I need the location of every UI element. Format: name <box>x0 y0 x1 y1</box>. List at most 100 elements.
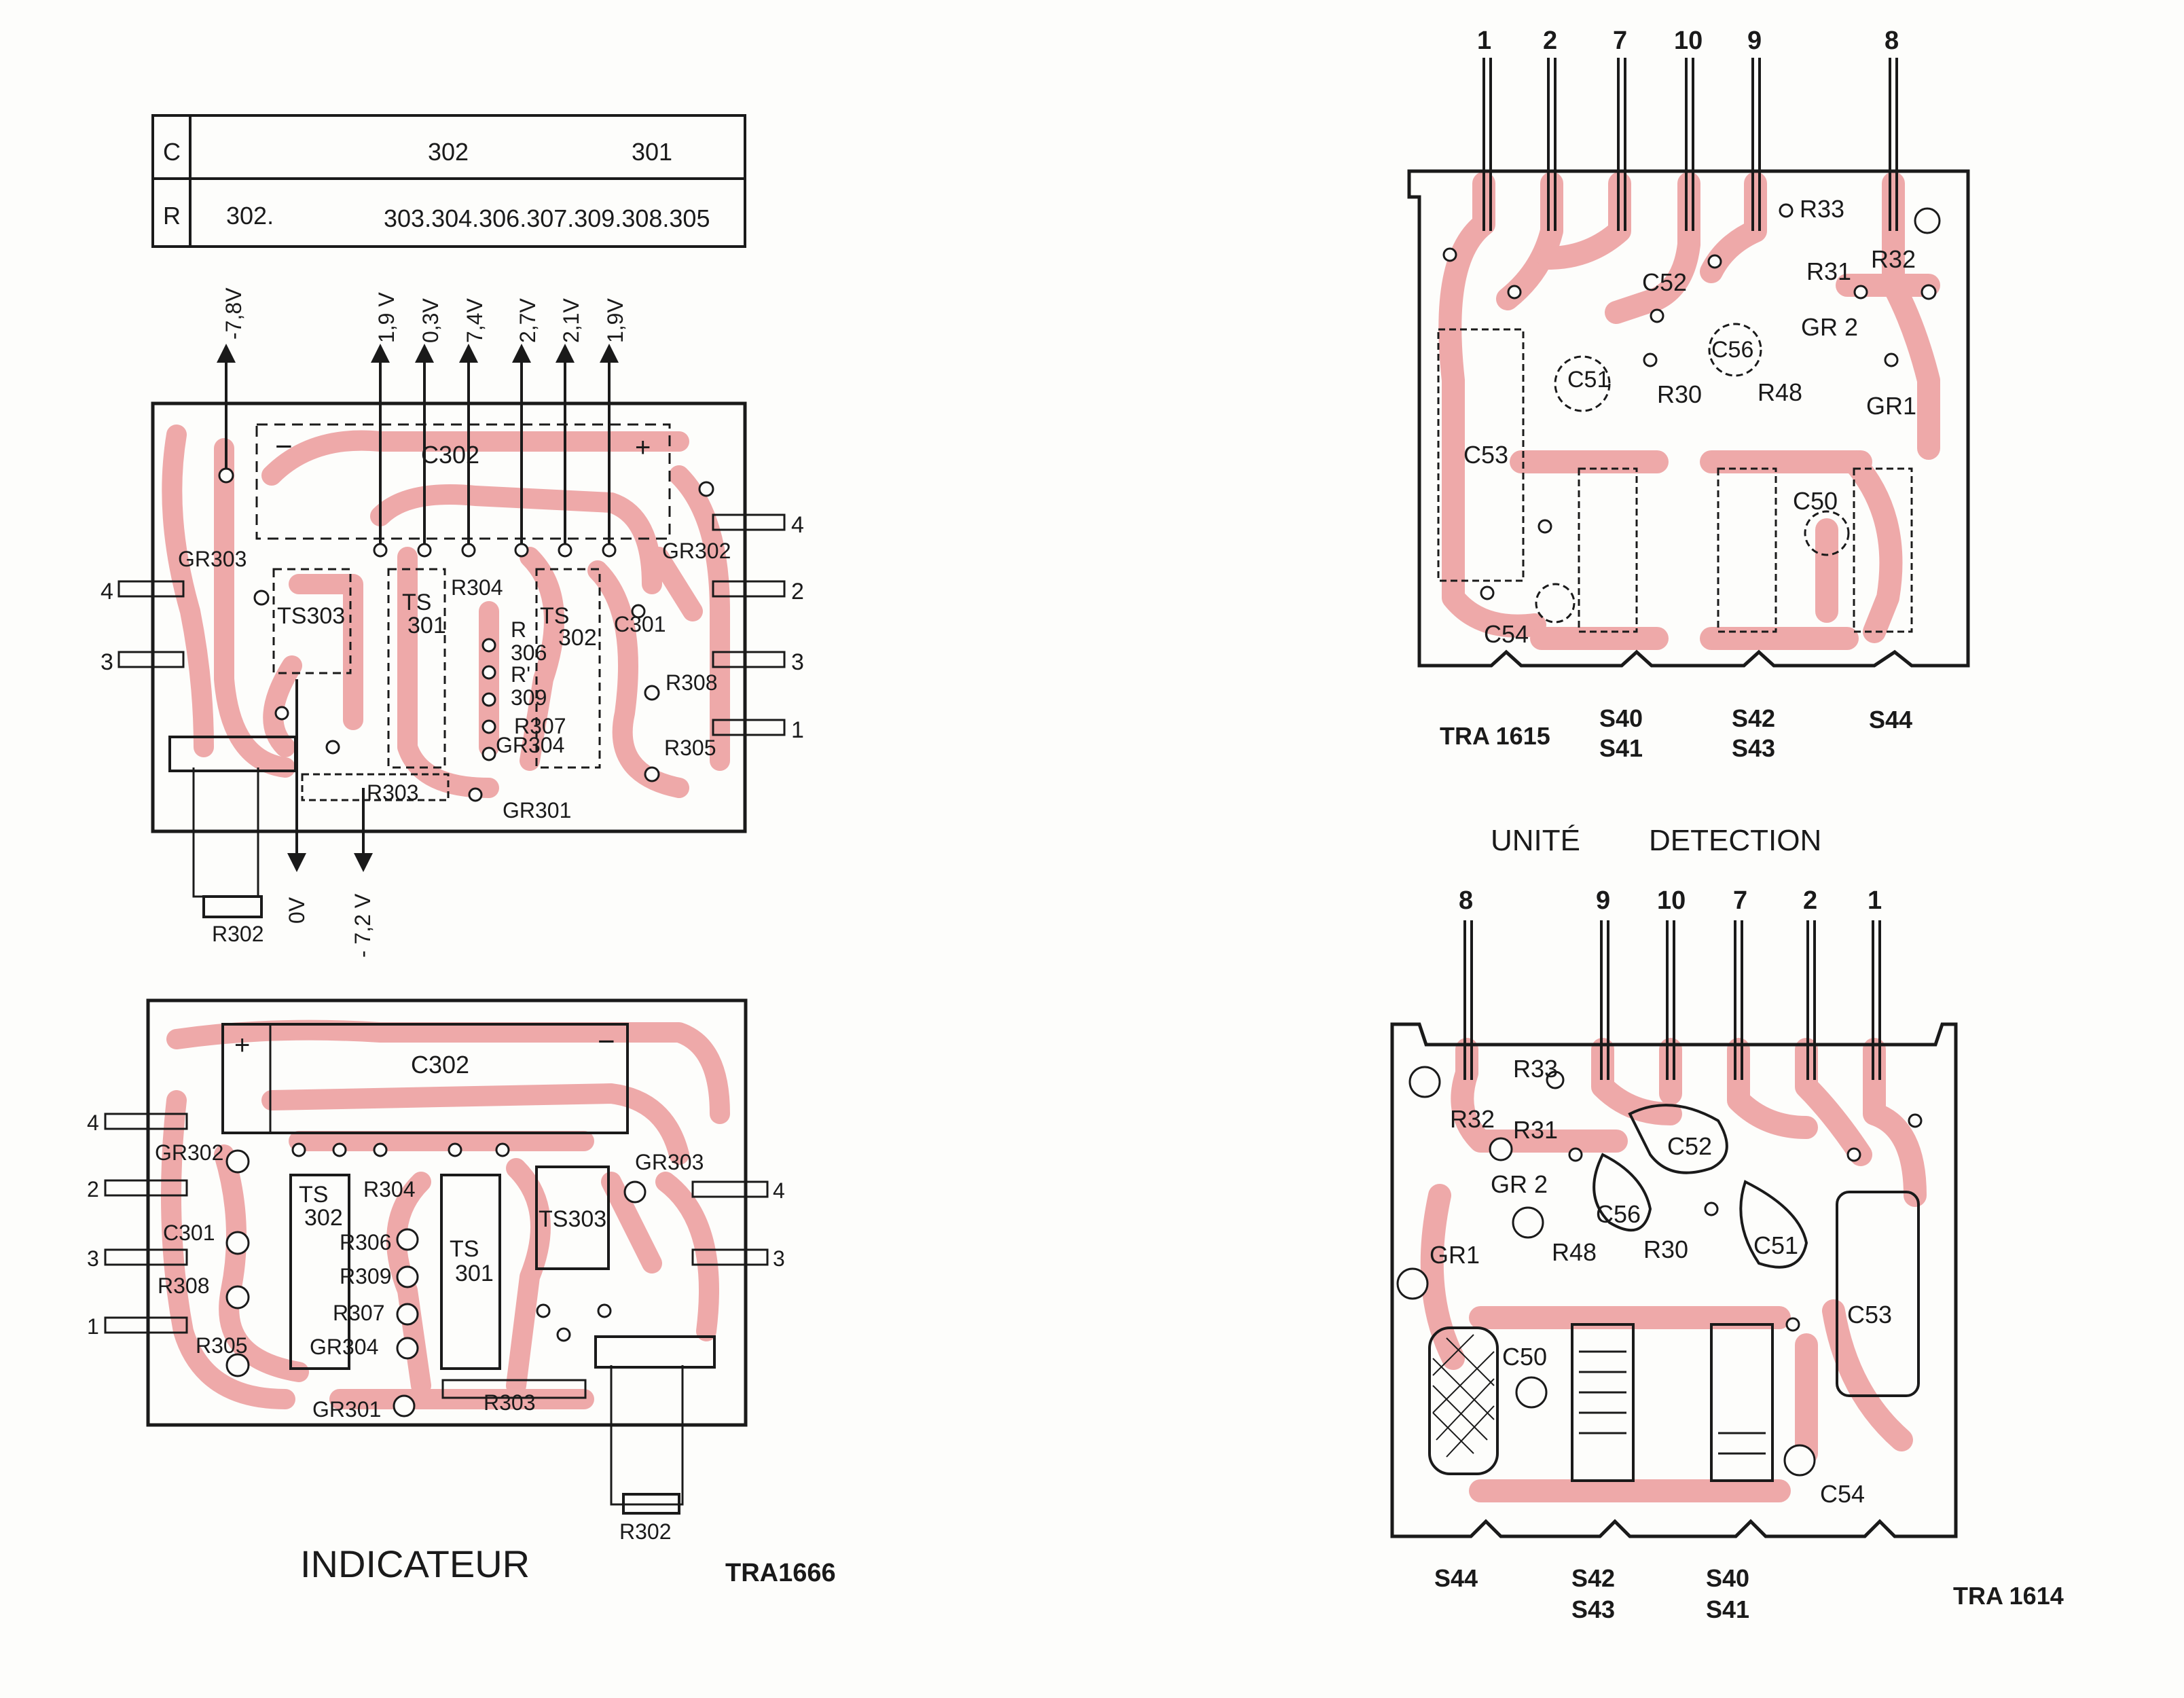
pin-number: 4 <box>773 1178 785 1203</box>
component-label: R304 <box>451 575 503 600</box>
coil-winding <box>1579 1350 1766 1455</box>
component-label: R <box>511 617 526 642</box>
component-label: R' <box>511 662 530 687</box>
c302-label: C302 <box>411 1051 469 1079</box>
component-label: R302 <box>212 922 264 946</box>
component-labels: GR303 R304 R 306 R' 309 R307 GR304 GR302… <box>178 539 731 946</box>
pin-number: 4 <box>87 1110 99 1135</box>
component-label: R303 <box>484 1390 536 1415</box>
component-label: C51 <box>1567 367 1609 393</box>
pin-number: 2 <box>87 1177 99 1202</box>
component-label: GR 2 <box>1491 1170 1548 1198</box>
component-label: GR303 <box>178 547 247 571</box>
component-labels: GR302 C301 R308 R305 R304 R306 R309 R307… <box>155 1140 704 1544</box>
ts302-label: TS <box>540 603 569 629</box>
component-label: R32 <box>1450 1105 1495 1133</box>
table-r-values: 303.304.306.307.309.308.305 <box>384 204 710 232</box>
voltage-label: 2,1V <box>559 298 583 343</box>
pin-number: 3 <box>791 649 804 675</box>
pin-number: 2 <box>1803 886 1817 915</box>
voltage-label: -7,8V <box>221 287 246 340</box>
component-label: R307 <box>514 714 566 738</box>
pin-number: 7 <box>1733 886 1747 915</box>
copper-tracks <box>1438 172 1940 650</box>
ts302-label: TS <box>299 1182 328 1208</box>
board-ref: TRA 1614 <box>1953 1582 2064 1610</box>
voltage-label: 7,4V <box>462 298 487 343</box>
table-row-r-label: R <box>163 202 181 230</box>
component-label: R48 <box>1552 1238 1597 1266</box>
table-r-value: 302. <box>226 202 274 230</box>
component-label: C52 <box>1667 1132 1712 1160</box>
component-label: C50 <box>1793 487 1838 515</box>
component-label: GR302 <box>155 1140 223 1165</box>
voltage-label: 0,3V <box>418 298 443 343</box>
pin-number: 7 <box>1613 26 1627 55</box>
cap-plus: + <box>234 1030 250 1060</box>
component-label: R308 <box>666 670 718 695</box>
table-row-c-label: C <box>163 138 181 166</box>
component-label: C53 <box>1463 441 1508 469</box>
component-label: R304 <box>363 1177 416 1202</box>
pin-number: 1 <box>1477 26 1491 55</box>
switch-label: S43 <box>1571 1595 1615 1623</box>
switch-label: S43 <box>1732 734 1775 762</box>
pin-number: 3 <box>773 1246 785 1271</box>
component-label: R31 <box>1806 257 1851 285</box>
component-label: C56 <box>1711 337 1753 363</box>
pin-number: 10 <box>1674 26 1703 55</box>
component-label: C54 <box>1820 1480 1865 1508</box>
pin-number: 4 <box>791 512 804 538</box>
indicateur-caption: INDICATEUR <box>300 1542 530 1585</box>
component-label: GR302 <box>662 539 731 563</box>
board-ref: TRA 1615 <box>1440 722 1550 750</box>
detection-title-unite: UNITÉ <box>1491 824 1580 857</box>
edge-connector <box>117 513 786 736</box>
voltage-label: 2,7V <box>515 298 540 343</box>
component-label: 309 <box>511 685 547 710</box>
pin-number: 1 <box>791 717 804 743</box>
pin-number: 2 <box>1543 26 1557 55</box>
component-label: R303 <box>367 780 419 805</box>
component-label: GR1 <box>1866 392 1916 420</box>
ts302-number: 302 <box>304 1205 343 1231</box>
component-label: C301 <box>163 1221 215 1245</box>
component-label: GR304 <box>496 733 564 757</box>
component-label: C53 <box>1847 1301 1892 1329</box>
indicateur-ref: TRA1666 <box>725 1559 836 1587</box>
component-label: GR 2 <box>1801 313 1858 341</box>
indicateur-bottom-board: + − C302 TS 302 TS 301 TS303 GR302 C301 … <box>87 998 785 1544</box>
component-label: R32 <box>1871 245 1916 273</box>
switch-label: S44 <box>1434 1564 1478 1592</box>
cap-minus: − <box>275 430 293 463</box>
ts301-label: TS <box>450 1236 479 1262</box>
component-labels: R33 R32 R31 C52 GR 2 C56 R48 R30 C51 GR1… <box>1430 1055 1892 1508</box>
component-label: R33 <box>1800 195 1844 223</box>
component-label: R33 <box>1513 1055 1558 1083</box>
component-label: C52 <box>1642 268 1687 296</box>
switch-label: S41 <box>1706 1595 1749 1623</box>
pin-number: 4 <box>101 579 113 604</box>
copper-tracks <box>1420 1038 1927 1502</box>
component-label: C50 <box>1502 1343 1547 1371</box>
voltage-label: 1,9 V <box>374 292 399 343</box>
detection-top-board: 1 2 7 10 9 8 R33 R32 R31 C52 C56 GR 2 <box>1407 26 1970 762</box>
switch-label: S42 <box>1732 704 1775 732</box>
indicateur-top-board: − C302 + TS303 TS 301 TS 302 -7,8V 1,9 V… <box>101 287 804 958</box>
switch-label: S42 <box>1571 1564 1615 1592</box>
pin-number: 2 <box>791 579 804 604</box>
component-label: R306 <box>340 1230 392 1254</box>
component-label: R308 <box>158 1274 210 1298</box>
detection-title-detection: DETECTION <box>1649 824 1821 857</box>
pin-number: 1 <box>87 1314 99 1339</box>
switch-label: S40 <box>1599 704 1643 732</box>
cap-minus: − <box>598 1025 615 1058</box>
component-label: R30 <box>1643 1235 1688 1263</box>
component-label: GR1 <box>1430 1241 1480 1269</box>
cap-plus: + <box>635 433 651 463</box>
component-label: C54 <box>1484 620 1529 648</box>
switch-label: S41 <box>1599 734 1643 762</box>
pin-number: 9 <box>1747 26 1762 55</box>
ts303-label: TS303 <box>277 603 345 629</box>
